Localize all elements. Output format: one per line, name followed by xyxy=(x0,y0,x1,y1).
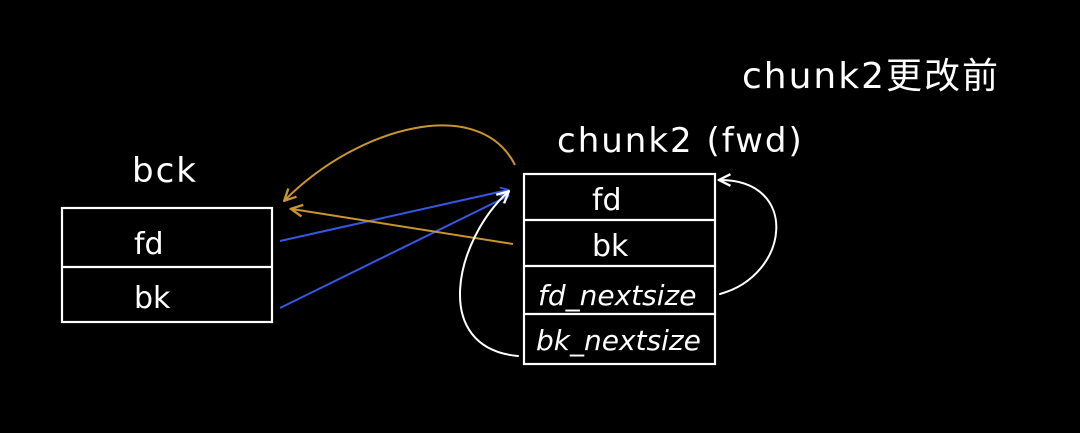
chunk2-box xyxy=(522,172,717,366)
self-loop-fd-nextsize-arrow xyxy=(720,180,778,295)
chunk2-bk-nextsize-field: bk_nextsize xyxy=(536,324,701,357)
bck-label: bck xyxy=(132,151,198,191)
bck-fd-field: fd xyxy=(134,227,164,262)
bck-box xyxy=(60,206,274,324)
chunk2-fd-nextsize-field: fd_nextsize xyxy=(538,279,696,312)
blue-arrow-bck-fd-to-chunk2 xyxy=(279,190,508,242)
bck-node: bck fd bk xyxy=(60,151,274,324)
chunk2-node: chunk2 (fwd) fd bk fd_nextsize bk_nextsi… xyxy=(522,121,804,366)
chunk2-fd-field: fd xyxy=(592,183,622,218)
bck-bk-field: bk xyxy=(134,281,171,316)
self-loop-bk-nextsize-arrow xyxy=(458,192,519,357)
orange-arrow-chunk2-fd-to-bck xyxy=(285,124,516,200)
chunk2-bk-field: bk xyxy=(592,229,629,264)
chunk2-label: chunk2 (fwd) xyxy=(557,121,804,161)
orange-arrow-chunk2-bk-to-bck xyxy=(292,209,514,245)
blue-arrow-bck-bk-to-chunk2 xyxy=(279,196,508,309)
diagram-title: chunk2更改前 xyxy=(742,56,1000,97)
